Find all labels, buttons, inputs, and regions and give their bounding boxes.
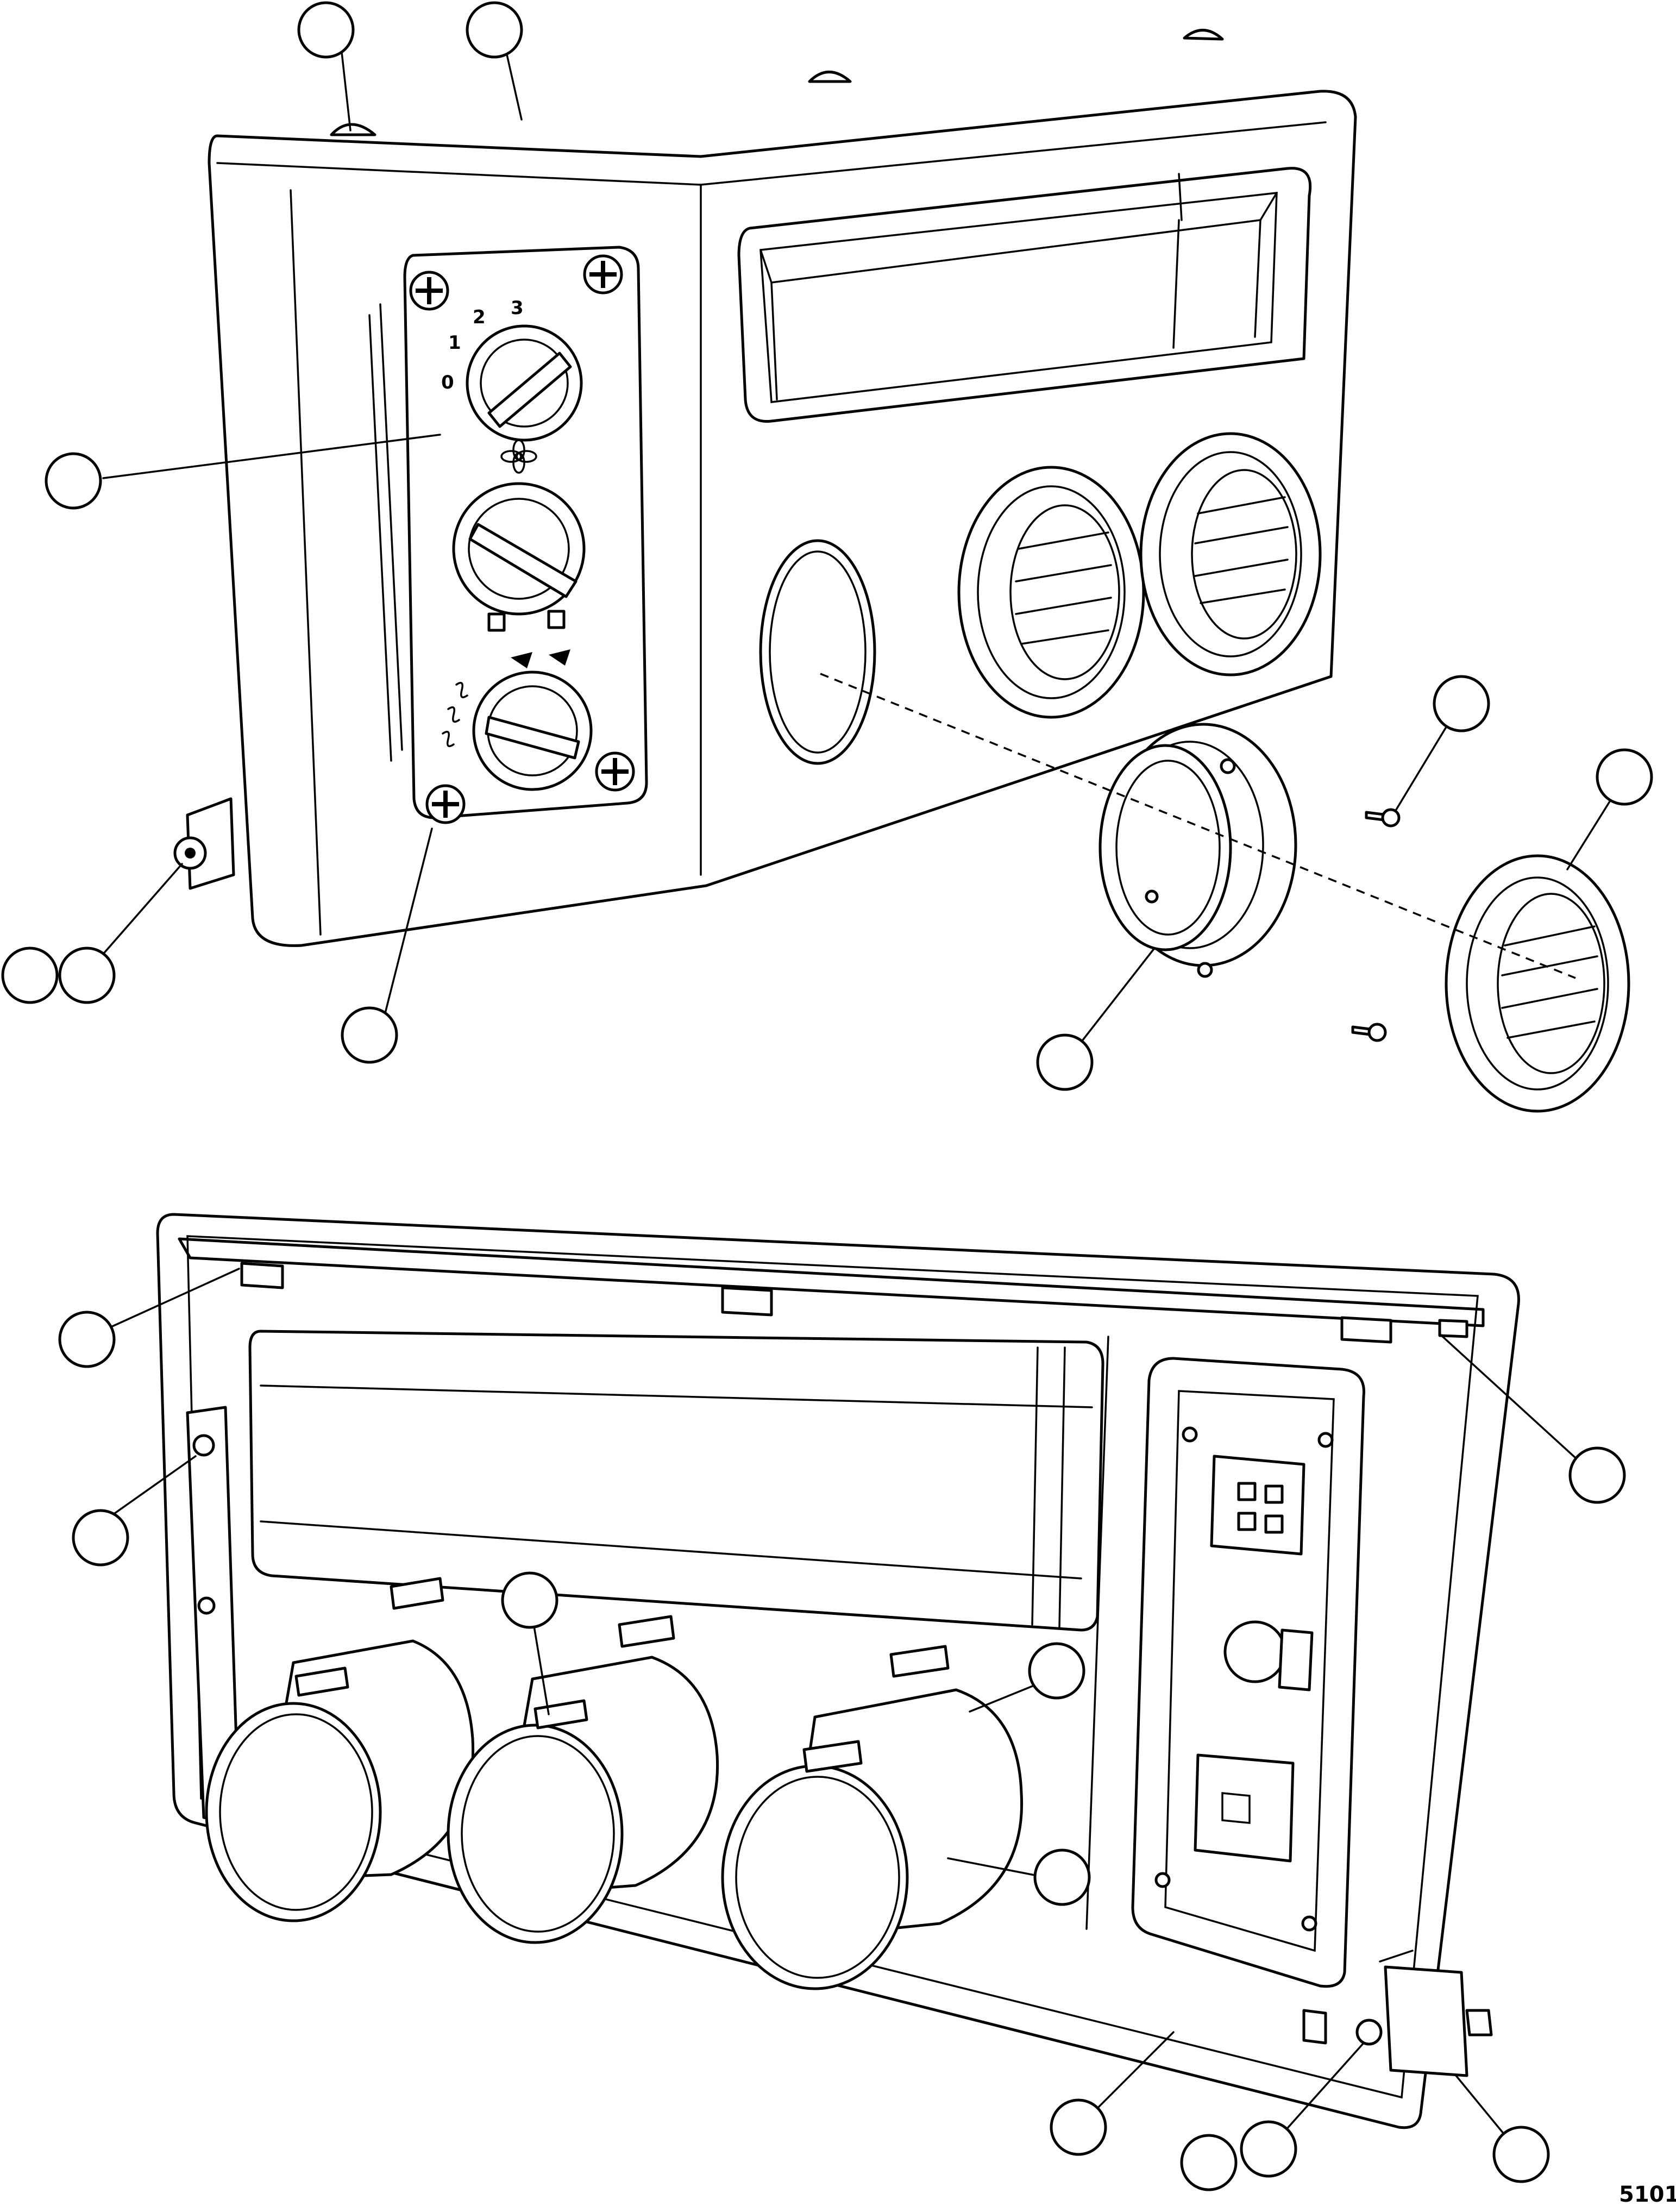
fan-speed-label-2: 2	[473, 306, 486, 328]
fan-speed-label-3: 3	[511, 297, 524, 319]
callout-bubble	[1030, 1644, 1084, 1698]
outlet-duct	[723, 1646, 1022, 1989]
fan-icon	[501, 440, 536, 473]
callout-bubble	[503, 1573, 557, 1627]
phillips-screw-icon	[585, 256, 622, 293]
callout-bubble	[342, 1008, 397, 1062]
rear-housing-outline	[158, 1214, 1518, 2128]
air-distribution-knob	[454, 484, 584, 614]
callout-bubble	[3, 948, 57, 1002]
phillips-screw-icon	[411, 272, 448, 309]
top-rail-clip	[1342, 1318, 1391, 1342]
storage-pocket	[739, 168, 1310, 422]
callout-bubble	[1494, 2127, 1548, 2182]
outlet-duct	[206, 1578, 473, 1921]
housing-top-bevel	[217, 122, 1326, 185]
console-rear-view	[158, 1214, 1518, 2128]
phillips-screw-icon	[597, 753, 633, 790]
air-distribution-icon	[489, 611, 564, 630]
callout-bubble	[1182, 2135, 1236, 2190]
callout-bubble	[46, 454, 101, 508]
callout-bubble	[1035, 1850, 1089, 1904]
callout-bubble	[1038, 1035, 1092, 1089]
callout-bubble	[1434, 676, 1489, 731]
fan-speed-label-0: 0	[441, 372, 454, 393]
side-wall-rib	[369, 315, 391, 761]
screw-head	[809, 72, 850, 82]
callout-bubble	[1241, 2122, 1296, 2176]
top-rail-clip	[1440, 1320, 1467, 1337]
callout-bubble	[1570, 1448, 1624, 1502]
screw-head	[331, 124, 375, 135]
fan-speed-label-1: 1	[448, 332, 461, 354]
vent-opening	[761, 541, 875, 763]
callout-bubbles	[3, 3, 1652, 2190]
side-wall-rib	[380, 304, 402, 750]
callout-bubble	[60, 1312, 114, 1367]
console-housing	[209, 91, 1355, 946]
retaining-screw	[1366, 810, 1399, 826]
top-rail	[179, 1239, 1483, 1326]
fan-speed-knob	[467, 326, 581, 440]
vent-louver-exploded	[1446, 856, 1629, 1111]
side-bracket	[175, 799, 234, 888]
housing-side-wall	[291, 190, 321, 935]
top-rail-clip	[723, 1288, 771, 1315]
temperature-icon	[443, 649, 570, 746]
callout-bubble	[60, 948, 114, 1002]
vent-housing-exploded	[1100, 724, 1296, 976]
hose-clamp	[296, 1668, 348, 1695]
air-vent-installed	[1141, 434, 1320, 675]
housing-divider	[1087, 1337, 1108, 1929]
bracket-grommet	[194, 1436, 214, 1455]
console-front-view: 0 1 2 3	[175, 30, 1629, 1111]
callout-bubble	[299, 3, 353, 57]
hose-clamp	[891, 1646, 948, 1676]
top-rail-clip	[242, 1263, 283, 1288]
outlet-duct	[448, 1616, 718, 1942]
heater-control-panel: 0 1 2 3	[405, 247, 646, 823]
bracket-grommet	[199, 1598, 214, 1613]
bottom-clip	[1304, 2010, 1326, 2043]
callout-bubble	[1597, 750, 1652, 804]
screw-head	[1184, 30, 1222, 39]
phillips-screw-icon	[427, 786, 464, 823]
temperature-knob	[474, 672, 591, 789]
air-distribution-box	[250, 1331, 1103, 1630]
callout-bubble	[73, 1511, 128, 1565]
callout-bubble	[1051, 2100, 1106, 2154]
electrical-component-plate	[1133, 1358, 1364, 1987]
figure-reference-code: 51016Z	[1619, 2182, 1676, 2207]
hose-clamp	[804, 1741, 861, 1771]
hose-clamp	[619, 1616, 674, 1646]
air-vent-installed	[959, 467, 1144, 717]
hinge-bracket	[1357, 1951, 1491, 2076]
hose-clamp	[391, 1578, 443, 1608]
retaining-screw	[1353, 1024, 1385, 1041]
callout-bubble	[467, 3, 522, 57]
